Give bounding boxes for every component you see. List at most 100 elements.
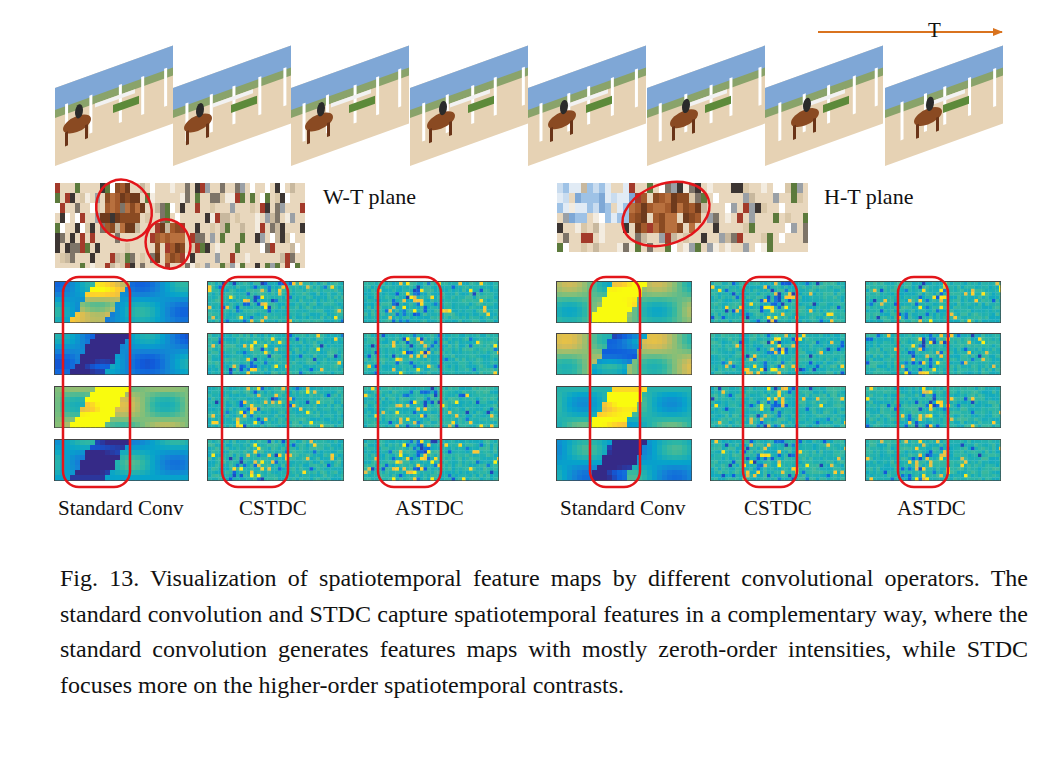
map-cell [180, 440, 185, 445]
map-cell [278, 316, 282, 320]
map-cell [160, 349, 165, 354]
map-cell [145, 412, 150, 417]
map-cell [85, 407, 90, 412]
map-cell [233, 299, 237, 303]
map-cell [70, 364, 75, 369]
map-cell [175, 422, 180, 427]
map-cell [115, 465, 120, 470]
map-cell [226, 299, 230, 303]
map-cell [250, 289, 254, 293]
plane-cell [120, 253, 125, 263]
map-cell [150, 282, 155, 287]
map-cell [150, 307, 155, 312]
map-cell [85, 307, 90, 312]
map-cell [65, 344, 70, 349]
plane-cell [280, 233, 285, 243]
map-cell [120, 307, 125, 312]
map-cell [70, 450, 75, 455]
plane-cell [587, 223, 593, 233]
plane-cell [60, 233, 65, 243]
map-cell [140, 344, 145, 349]
map-cell [100, 339, 105, 344]
plane-cell [80, 213, 85, 223]
map-cell [100, 354, 105, 359]
plane-cell [250, 233, 255, 243]
map-cell [282, 296, 286, 300]
map-cell [268, 316, 272, 320]
map-cell [120, 392, 125, 397]
plane-cell [170, 243, 175, 253]
plane-cell [210, 193, 215, 203]
map-cell [75, 450, 80, 455]
map-cell [95, 349, 100, 354]
plane-cell [225, 183, 230, 193]
map-cell [115, 349, 120, 354]
map-cell [70, 387, 75, 392]
plane-cell [160, 223, 165, 233]
plane-cell [85, 183, 90, 193]
fence-post [283, 67, 286, 106]
map-cell [115, 287, 120, 292]
plane-cell [641, 233, 647, 243]
plane-cell [767, 193, 773, 203]
map-cell [243, 313, 247, 317]
map-cell [105, 402, 110, 407]
plane-cell [647, 223, 653, 233]
plane-cell [737, 223, 743, 233]
map-cell [115, 364, 120, 369]
map-cell [95, 312, 100, 317]
map-cell [70, 334, 75, 339]
map-cell [100, 359, 105, 364]
map-cell [145, 440, 150, 445]
map-cell [150, 344, 155, 349]
map-cell [212, 316, 216, 320]
plane-cell [653, 243, 659, 252]
plane-cell [75, 263, 80, 268]
map-cell [185, 465, 188, 470]
plane-cell [779, 213, 785, 223]
plane-cell [175, 203, 180, 213]
map-cell [65, 412, 70, 417]
plane-cell [719, 183, 725, 193]
plane-cell [725, 243, 731, 252]
map-cell [160, 450, 165, 455]
map-cell [115, 407, 120, 412]
plane-cell [70, 213, 75, 223]
map-cell [80, 312, 85, 317]
map-cell [170, 450, 175, 455]
map-cell [100, 334, 105, 339]
map-cell [95, 387, 100, 392]
map-cell [75, 349, 80, 354]
map-cell [254, 292, 258, 296]
map-cell [180, 359, 185, 364]
map-cell [75, 397, 80, 402]
map-cell [95, 334, 100, 339]
map-cell [236, 282, 240, 286]
map-cell [90, 445, 95, 450]
map-cell [208, 313, 212, 317]
plane-cell [599, 203, 605, 213]
plane-cell [647, 193, 653, 203]
plane-cell [205, 233, 210, 243]
map-cell [264, 309, 268, 313]
map-cell [120, 440, 125, 445]
map-cell [75, 422, 80, 427]
plane-cell [190, 223, 195, 233]
plane-cell [300, 253, 305, 263]
map-cell [70, 349, 75, 354]
map-cell [165, 349, 170, 354]
map-cell [110, 282, 115, 287]
map-cell [165, 302, 170, 307]
plane-cell [130, 213, 135, 223]
map-cell [100, 417, 105, 422]
map-cell [90, 334, 95, 339]
map-cell [55, 475, 60, 480]
map-cell [175, 359, 180, 364]
plane-cell [245, 213, 250, 223]
plane-cell [295, 183, 300, 193]
map-cell [160, 312, 165, 317]
plane-cell [725, 213, 731, 223]
plane-cell [140, 213, 145, 223]
plane-cell [85, 193, 90, 203]
plane-cell [300, 183, 305, 193]
